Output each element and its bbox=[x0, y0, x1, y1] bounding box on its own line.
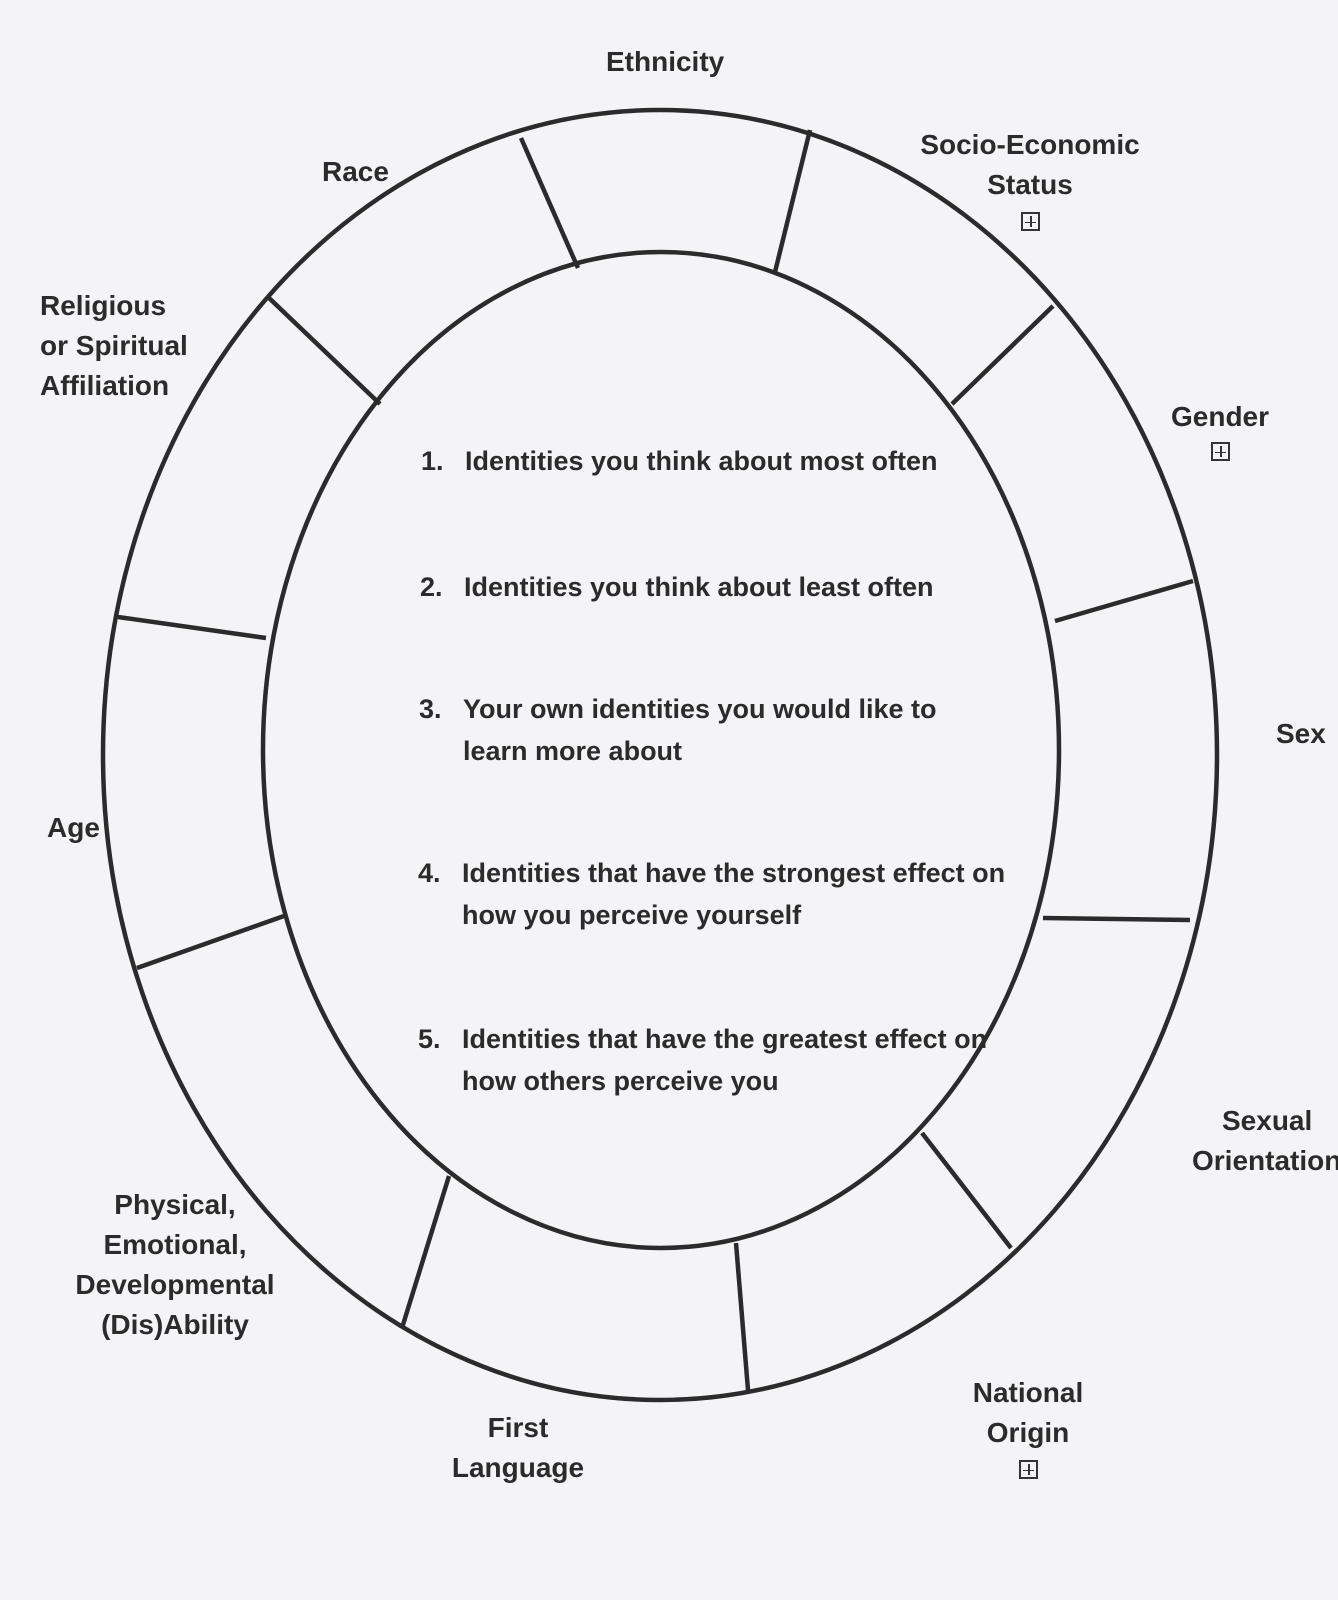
plus-box-icon[interactable] bbox=[1018, 1460, 1038, 1479]
label-sexual-orientation: Sexual Orientation bbox=[1192, 1101, 1338, 1181]
segment-divider bbox=[266, 295, 382, 406]
label-national-origin: National Origin bbox=[928, 1373, 1128, 1481]
label-line: First bbox=[487, 1412, 549, 1443]
prompt-text: Identities that have the greatest effect… bbox=[462, 1024, 988, 1096]
segment-dividers bbox=[117, 129, 1194, 1391]
segment-divider bbox=[920, 1131, 1013, 1250]
label-ethnicity: Ethnicity bbox=[606, 46, 725, 77]
segment-divider bbox=[399, 1175, 452, 1329]
label-line: (Dis)Ability bbox=[101, 1309, 249, 1340]
label-race: Race bbox=[322, 156, 389, 187]
prompt-text: Identities you think about most often bbox=[465, 446, 938, 476]
segment-divider bbox=[772, 129, 813, 273]
label-line: or Spiritual bbox=[40, 330, 188, 361]
inner-ring bbox=[260, 249, 1062, 1251]
segment-divider bbox=[136, 913, 285, 971]
label-line: National bbox=[972, 1377, 1084, 1408]
label-line: Language bbox=[451, 1452, 585, 1483]
label-line: Status bbox=[987, 169, 1073, 200]
label-socio-economic-status: Socio-Economic Status bbox=[880, 125, 1180, 233]
label-line: Developmental bbox=[75, 1269, 275, 1300]
segment-divider bbox=[117, 614, 267, 641]
label-line: Origin bbox=[986, 1417, 1070, 1448]
plus-box-icon[interactable] bbox=[1020, 212, 1040, 231]
label-ability: Physical, Emotional, Developmental (Dis)… bbox=[50, 1185, 300, 1345]
segment-divider bbox=[1042, 915, 1191, 923]
label-line: Orientation bbox=[1192, 1145, 1338, 1176]
label-line: Gender bbox=[1170, 401, 1270, 432]
label-line: Socio-Economic bbox=[920, 129, 1140, 160]
prompt-number: 3. bbox=[419, 694, 442, 724]
label-line: Affiliation bbox=[40, 370, 170, 401]
label-line: Sexual bbox=[1222, 1105, 1313, 1136]
label-line: Religious bbox=[40, 290, 167, 321]
segment-divider bbox=[733, 1242, 751, 1391]
label-first-language: First Language bbox=[418, 1408, 618, 1488]
prompt-text: Identities that have the strongest effec… bbox=[462, 858, 1006, 930]
plus-box-icon[interactable] bbox=[1210, 442, 1230, 461]
prompt-number: 2. bbox=[420, 572, 443, 602]
label-sex: Sex bbox=[1276, 718, 1326, 749]
prompt-number: 5. bbox=[418, 1024, 441, 1054]
segment-divider bbox=[1054, 578, 1194, 624]
label-line: Emotional, bbox=[103, 1229, 247, 1260]
label-gender: Gender bbox=[1155, 397, 1285, 463]
label-line: Physical, bbox=[114, 1189, 236, 1220]
prompt-text: Identities you think about least often bbox=[464, 572, 934, 602]
expand-control[interactable] bbox=[928, 1459, 1128, 1481]
label-age: Age bbox=[47, 812, 100, 843]
prompt-text: Your own identities you would like to le… bbox=[463, 694, 937, 766]
prompt-number: 4. bbox=[418, 858, 441, 888]
expand-control[interactable] bbox=[880, 211, 1180, 233]
segment-divider bbox=[518, 137, 581, 269]
expand-control[interactable] bbox=[1155, 441, 1285, 463]
label-religious-spiritual-affiliation: Religious or Spiritual Affiliation bbox=[40, 286, 188, 406]
segment-divider bbox=[950, 304, 1055, 406]
prompt-number: 1. bbox=[421, 446, 444, 476]
outer-ring bbox=[100, 107, 1220, 1403]
